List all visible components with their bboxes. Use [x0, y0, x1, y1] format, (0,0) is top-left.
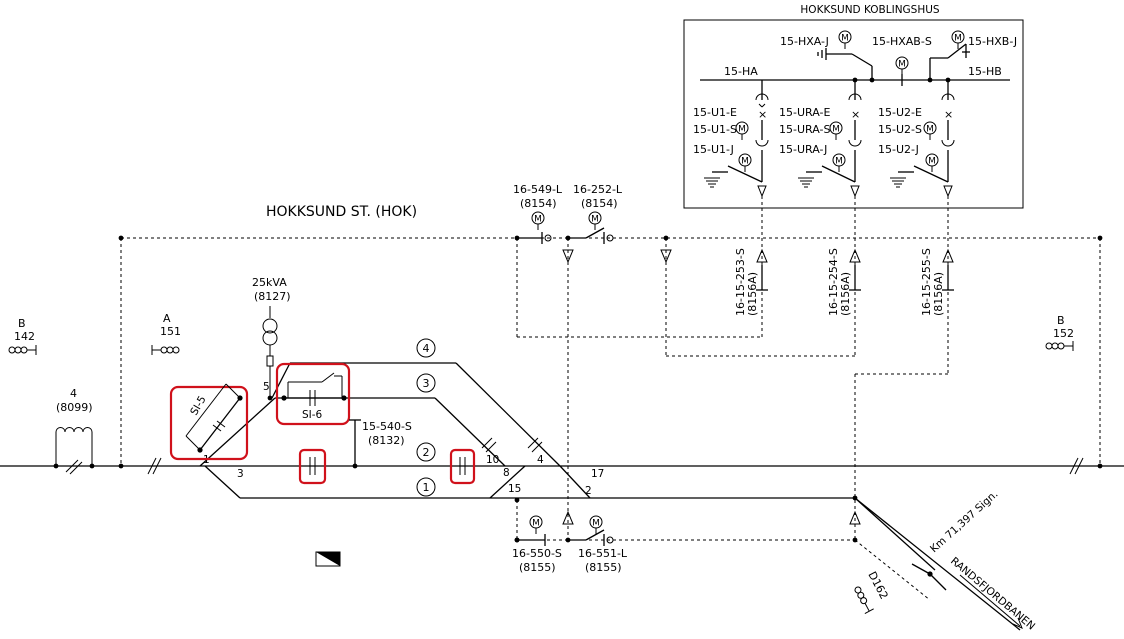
code-15-540-s: (8132): [368, 434, 405, 447]
point-4: 4: [537, 454, 544, 466]
track-number-4: 4: [423, 342, 430, 355]
line-label: RANDSFJORDBANEN: [948, 555, 1037, 632]
svg-text:×: ×: [758, 108, 767, 121]
transformer: 25kVA (8127): [252, 276, 291, 401]
coil-number: 4: [70, 387, 77, 400]
feed-arrows: [562, 248, 954, 525]
signal-d162-letter: D162: [865, 569, 890, 601]
label-15-ura-s: 15-URA-S: [779, 123, 830, 136]
point-2: 2: [585, 485, 592, 497]
signal-b152-letter: B: [1057, 314, 1065, 327]
label-16-15-255-s: 16-15-255-S: [920, 248, 933, 316]
point-15: 15: [508, 483, 521, 495]
label-15-u1-j: 15-U1-J: [693, 143, 734, 156]
svg-text:×: ×: [851, 108, 860, 121]
label-16-252-l: 16-252-L: [573, 183, 623, 196]
si-5-label: SI-5: [188, 394, 209, 418]
track-number-2: 2: [423, 446, 430, 459]
signal-b152-number: 152: [1053, 327, 1074, 340]
switch-15-hxab-s: 15-HXAB-S: [869, 35, 933, 86]
point-3: 3: [237, 468, 244, 480]
signal-a151: A 151: [151, 312, 181, 355]
feeder-u2: × 15-U2-E 15-U2-S 15-U2-J: [878, 77, 955, 198]
label-16-549-l: 16-549-L: [513, 183, 563, 196]
label-15-u2-s: 15-U2-S: [878, 123, 922, 136]
label-15-540-s: 15-540-S: [362, 420, 412, 433]
label-15-hxab-s: 15-HXAB-S: [872, 35, 932, 48]
point-17: 17: [591, 468, 604, 480]
highlight-si-6: [275, 362, 351, 426]
transformer-code: (8127): [254, 290, 291, 303]
bottom-breakers: 16-550-S (8155) 16-551-L (8155): [512, 497, 858, 574]
label-15-u2-j: 15-U2-J: [878, 143, 919, 156]
code-16-15-253-s: (8156A): [746, 272, 759, 316]
feeder-u1: × 15-U1-E 15-U1-S 15-U1-J: [693, 80, 769, 198]
code-16-15-254-s: (8156A): [839, 272, 852, 316]
svg-text:×: ×: [944, 108, 953, 121]
signal-b142-number: 142: [14, 330, 35, 343]
code-16-252-l: (8154): [581, 197, 618, 210]
si-6-label: SI-6: [302, 409, 323, 421]
line-end: Km 71,397 Sign. RANDSFJORDBANEN: [911, 488, 1037, 633]
switch-15-hxa-j: 15-HXA-J: [780, 30, 873, 80]
section-insulators-small: [147, 437, 1084, 475]
si-5-group: SI-5: [185, 383, 243, 453]
feeder-ura: × 15-URA-E 15-URA-S 15-URA-J: [779, 77, 862, 198]
highlight-si-5: [169, 385, 249, 461]
koblingshus-building: HOKKSUND KOBLINGSHUS 15-HA 15-HB 15-HXA-…: [683, 4, 1024, 209]
label-15-ura-e: 15-URA-E: [779, 106, 830, 119]
track-number-1: 1: [423, 481, 430, 494]
coil-4: 4 (8099): [53, 387, 1103, 475]
building-title: HOKKSUND KOBLINGSHUS: [800, 4, 940, 16]
label-16-551-l: 16-551-L: [578, 547, 628, 560]
label-15-u1-e: 15-U1-E: [693, 106, 737, 119]
signal-b152: B 152: [1045, 314, 1074, 351]
switch-15-hxb-j: 15-HXB-J: [929, 30, 1017, 80]
bus-label-hb: 15-HB: [968, 65, 1002, 78]
label-15-ura-j: 15-URA-J: [779, 143, 827, 156]
highlight-insulator-left: [298, 448, 327, 485]
label-16-15-254-s: 16-15-254-S: [827, 248, 840, 316]
signal-a151-letter: A: [163, 312, 171, 325]
point-5: 5: [263, 381, 270, 393]
label-16-550-s: 16-550-S: [512, 547, 562, 560]
track-4: [271, 362, 291, 399]
code-16-15-255-s: (8156A): [932, 272, 945, 316]
tracks: [0, 362, 1124, 631]
feeder-lines: [120, 196, 1101, 601]
code-16-551-l: (8155): [585, 561, 622, 574]
point-8: 8: [503, 467, 510, 479]
code-16-550-s: (8155): [519, 561, 556, 574]
label-15-u1-s: 15-U1-S: [693, 123, 737, 136]
track-number-3: 3: [423, 377, 430, 390]
signal-a151-number: 151: [160, 325, 181, 338]
misc-symbols: [315, 495, 858, 567]
signal-d162: D162: [854, 569, 891, 614]
label-15-u2-e: 15-U2-E: [878, 106, 922, 119]
coil-code: (8099): [56, 401, 93, 414]
vertical-switches: 16-15-253-S (8156A) 16-15-254-S (8156A) …: [734, 248, 954, 316]
switch-15-540-s: 15-540-S (8132): [349, 419, 412, 469]
signal-b142: B 142: [8, 317, 37, 355]
label-15-hxa-j: 15-HXA-J: [780, 35, 829, 48]
point-10: 10: [486, 454, 499, 466]
label-15-hxb-j: 15-HXB-J: [968, 35, 1017, 48]
signal-b142-letter: B: [18, 317, 26, 330]
top-breakers: 16-549-L (8154) 16-252-L (8154): [118, 183, 1103, 244]
bus-label-ha: 15-HA: [724, 65, 758, 78]
track-1: [204, 465, 241, 499]
km-label: Km 71,397 Sign.: [928, 488, 1001, 555]
highlight-insulator-right: [449, 448, 476, 485]
code-16-549-l: (8154): [520, 197, 557, 210]
label-16-15-253-s: 16-15-253-S: [734, 248, 747, 316]
track-numbers: 4 3 2 1: [416, 338, 436, 497]
track-3: [199, 397, 276, 467]
station-title: HOKKSUND ST. (HOK): [266, 204, 417, 220]
transformer-rating: 25kVA: [252, 276, 287, 289]
si-6-group: SI-6: [281, 372, 347, 421]
highlights: [169, 362, 476, 485]
